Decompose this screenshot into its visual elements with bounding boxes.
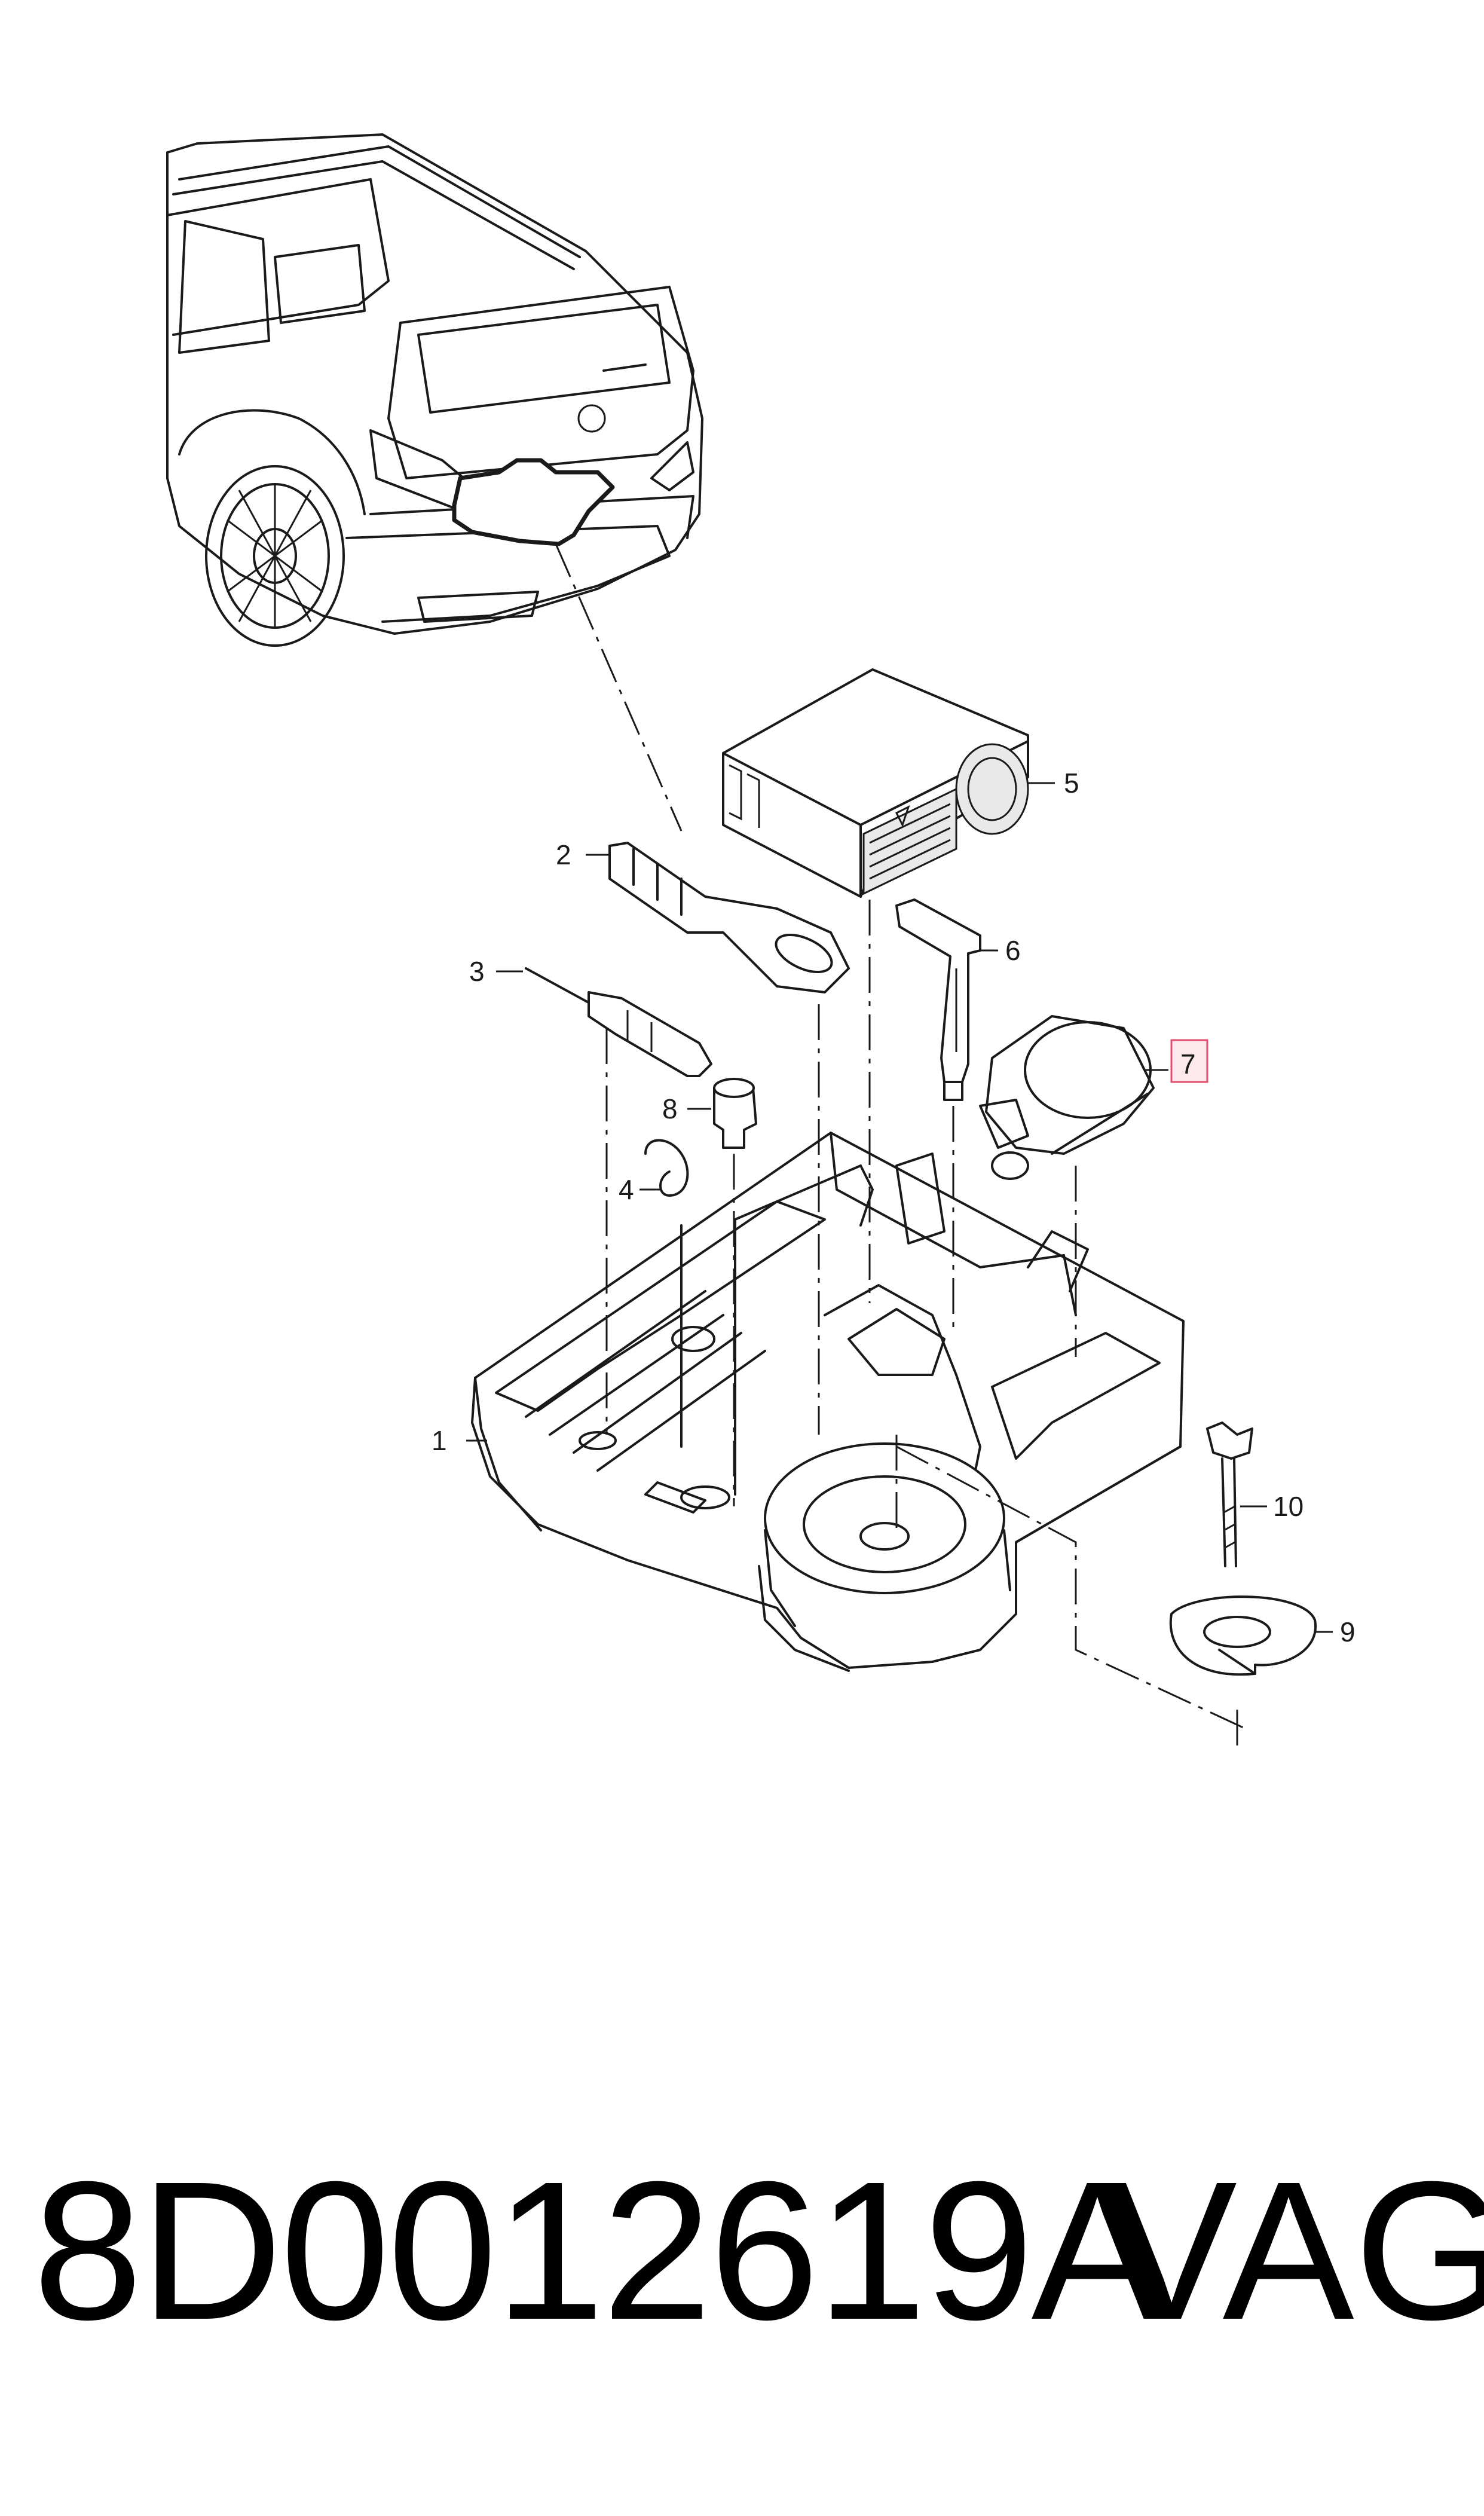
callout-1: 1 [432, 1425, 447, 1456]
screwdriver-part-3 [525, 967, 712, 1077]
callout-10: 10 [1273, 1491, 1304, 1522]
tire-inflator-part-7 [979, 1015, 1155, 1180]
callout-6: 6 [1005, 935, 1021, 966]
vehicle-illustration [166, 133, 703, 647]
callouts: 1 2 3 4 5 6 7 8 9 10 [432, 768, 1356, 1647]
spring-clip-part-4 [644, 1139, 689, 1197]
callout-7: 7 [1180, 1048, 1196, 1080]
callout-5: 5 [1064, 768, 1079, 799]
compressor-box-part-5 [722, 668, 1029, 898]
callout-2: 2 [556, 839, 571, 870]
adapter-bolt-part-8 [713, 1078, 757, 1149]
brand-label: VAG [1106, 2140, 1484, 2361]
part-number: 8D0012619A [33, 2140, 1163, 2361]
wing-bolt-part-10 [1206, 1421, 1253, 1567]
tow-eye-part-2 [608, 842, 850, 993]
callout-9: 9 [1340, 1616, 1356, 1647]
callout-8: 8 [662, 1093, 678, 1124]
foam-tray-part-1 [471, 1132, 1185, 1672]
callout-7-highlight [1170, 1039, 1208, 1083]
washer-part-9 [1169, 1595, 1317, 1676]
callout-3: 3 [469, 956, 485, 987]
parts-diagram: 1 2 3 4 5 6 7 8 9 10 [166, 133, 1356, 1745]
jack-handle-part-6 [895, 898, 981, 1101]
callout-4: 4 [619, 1174, 634, 1205]
